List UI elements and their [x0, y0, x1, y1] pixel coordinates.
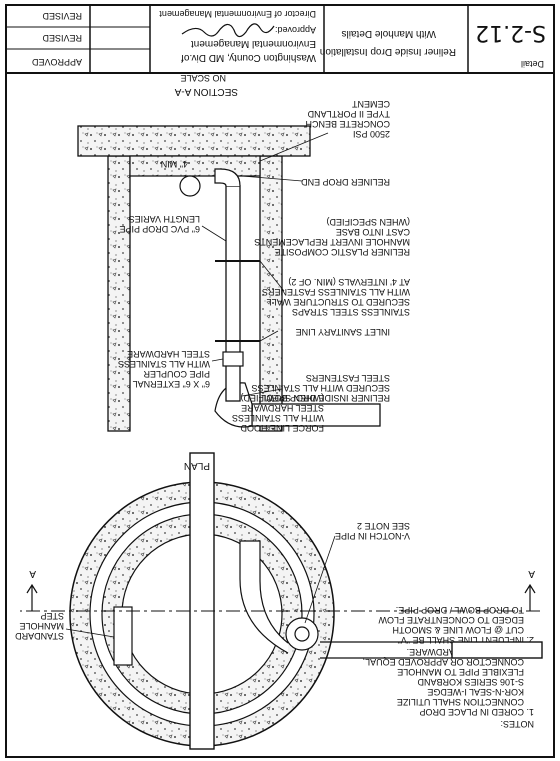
plan-manhole-step — [113, 606, 133, 666]
section-drop-pipe — [225, 185, 241, 402]
note2-line3: EDGED TO CONCENTRATE FLOW — [378, 615, 524, 625]
note1-line6: CONNECTOR OR APPROVED EQUAL, — [363, 657, 524, 667]
title-line-2: With Manhole Details — [342, 28, 436, 39]
straps-label-3: WITH ALL STAINLESS FASTENERS — [262, 287, 410, 297]
note1-line5: FLEXIBLE PIPE TO MANHOLE — [397, 667, 524, 677]
section-mark-left: A — [528, 568, 535, 579]
invert-label-1: RELINER PLASTIC COMPOSITE — [274, 247, 410, 257]
pvc-label-1: 6" PVC DROP PIPE — [119, 224, 200, 234]
force-hood-label-2: WITH ALL STAINLESS — [232, 413, 324, 423]
note1-line3: KOR-N-SEAL I-WEDGE — [427, 687, 524, 697]
agency-line-1: Washington County, MD Div.of — [181, 52, 316, 63]
note2-line1: 2. INFLUENT LINE SHALL BE "V" — [398, 635, 534, 645]
director-signature — [181, 23, 275, 38]
bowl-label-1: RELINER INSIDE DROP BOWL — [261, 393, 390, 403]
detail-number: S-2.12 — [475, 20, 546, 45]
force-hood-label-1: FORCE LINE HOOD — [240, 423, 324, 433]
coupler-label-2: PIPE COUPLER — [143, 369, 210, 379]
title-block: APPROVED REVISED REVISED Washington Coun… — [6, 5, 554, 74]
approved-header: APPROVED — [31, 57, 82, 67]
bench-label-4: CEMENT — [351, 99, 390, 109]
section-wall-left — [107, 155, 131, 432]
plan-view: A A PLAN STANDARD MANHOLE STEP V-NOTCH I… — [15, 452, 543, 750]
vnotch-label-1: V-NOTCH IN PIPE — [335, 531, 410, 541]
note1-line1: 1. CORED IN PLACE DROP — [419, 707, 534, 717]
bench-label-3: TYPE II PORTLAND — [307, 109, 390, 119]
approved-label: Approved: — [275, 25, 316, 35]
step-label-3: STEP — [40, 611, 64, 621]
step-label-1: STANDARD — [15, 631, 64, 641]
plan-invert-channel — [239, 540, 289, 654]
pvc-label-2: LENGTH VARIES — [129, 214, 200, 224]
title-line-1: Reliner Inside Drop Installation — [320, 46, 456, 57]
force-hood-label-3: STEEL HARDWARE — [241, 403, 324, 413]
section-coupler — [222, 351, 244, 367]
notes-heading: NOTES: — [500, 719, 534, 729]
vnotch-label-2: SEE NOTE 2 — [357, 521, 410, 531]
note1-line4: S-106 SERIES KORBAND — [417, 677, 524, 687]
notes-block: NOTES: 1. CORED IN PLACE DROP CONNECTION… — [363, 605, 534, 729]
invert-label-3: CAST INTO BASE — [336, 227, 410, 237]
plan-drop-pipe — [294, 626, 310, 642]
straps-label-1: STAINLESS STEEL STRAPS — [292, 307, 410, 317]
section-drop-bowl — [214, 382, 253, 428]
revised-header-1: REVISED — [42, 33, 82, 43]
inlet-label: INLET SANITARY LINE — [296, 327, 390, 337]
step-label-2: MANHOLE — [19, 621, 64, 631]
bowl-label-3: STEEL FASTENERS — [306, 373, 390, 383]
sheet-border — [5, 4, 555, 758]
note1-line2: CONNECTION SHALL UTILIZE — [397, 697, 524, 707]
coupler-label-1: 6" X 6" EXTERNAL — [133, 379, 210, 389]
straps-label-2: SECURED TO STRUCTURE WALL — [267, 297, 410, 307]
coupler-label-4: STEEL HARDWARE — [127, 349, 210, 359]
note2-line2: CUT @ FLOW LINE & SMOOTH — [393, 625, 524, 635]
invert-label-2: MANHOLE INVERT REPLACEMENTS — [254, 237, 410, 247]
force-hood-label-4: (WHEN SPECIFIED) — [240, 393, 324, 403]
invert-label-4: (WHEN SPECIFIED) — [326, 217, 410, 227]
bench-label-1: 2500 PSI — [353, 129, 390, 139]
bench-label-2: CONCRETE BENCH — [305, 119, 390, 129]
note2-line4: TO DROP BOWL / DROP PIPE. — [396, 605, 524, 615]
coupler-label-3: WITH ALL STAINLESS — [118, 359, 210, 369]
bowl-label-2: SECURED WITH ALL STAINLESS — [251, 383, 390, 393]
plan-title: PLAN — [184, 460, 210, 471]
agency-line-2: Environmental Management — [191, 38, 316, 49]
section-view: SECTION A-A NO SCALE 2500 PSI CONCRETE B… — [77, 73, 410, 433]
section-bench — [129, 155, 261, 177]
drop-end-label: RELINER DROP END — [301, 177, 390, 187]
section-title: SECTION A-A — [174, 86, 238, 97]
director-line: Director of Environmental Management — [159, 9, 316, 19]
section-scale: NO SCALE — [180, 73, 226, 83]
detail-label: Detail — [521, 59, 544, 69]
revised-header-2: REVISED — [42, 11, 82, 21]
plan-inlet-pipe — [451, 641, 543, 659]
section-base-slab — [77, 125, 311, 157]
straps-label-4: AT 4' INTERVALS (MIN. OF 2) — [288, 277, 410, 287]
plan-force-line — [189, 452, 215, 750]
section-outlet — [179, 175, 201, 197]
section-mark-right: A — [29, 568, 36, 579]
section-drop-end — [214, 168, 241, 187]
min-label: 4" MIN — [161, 159, 188, 169]
